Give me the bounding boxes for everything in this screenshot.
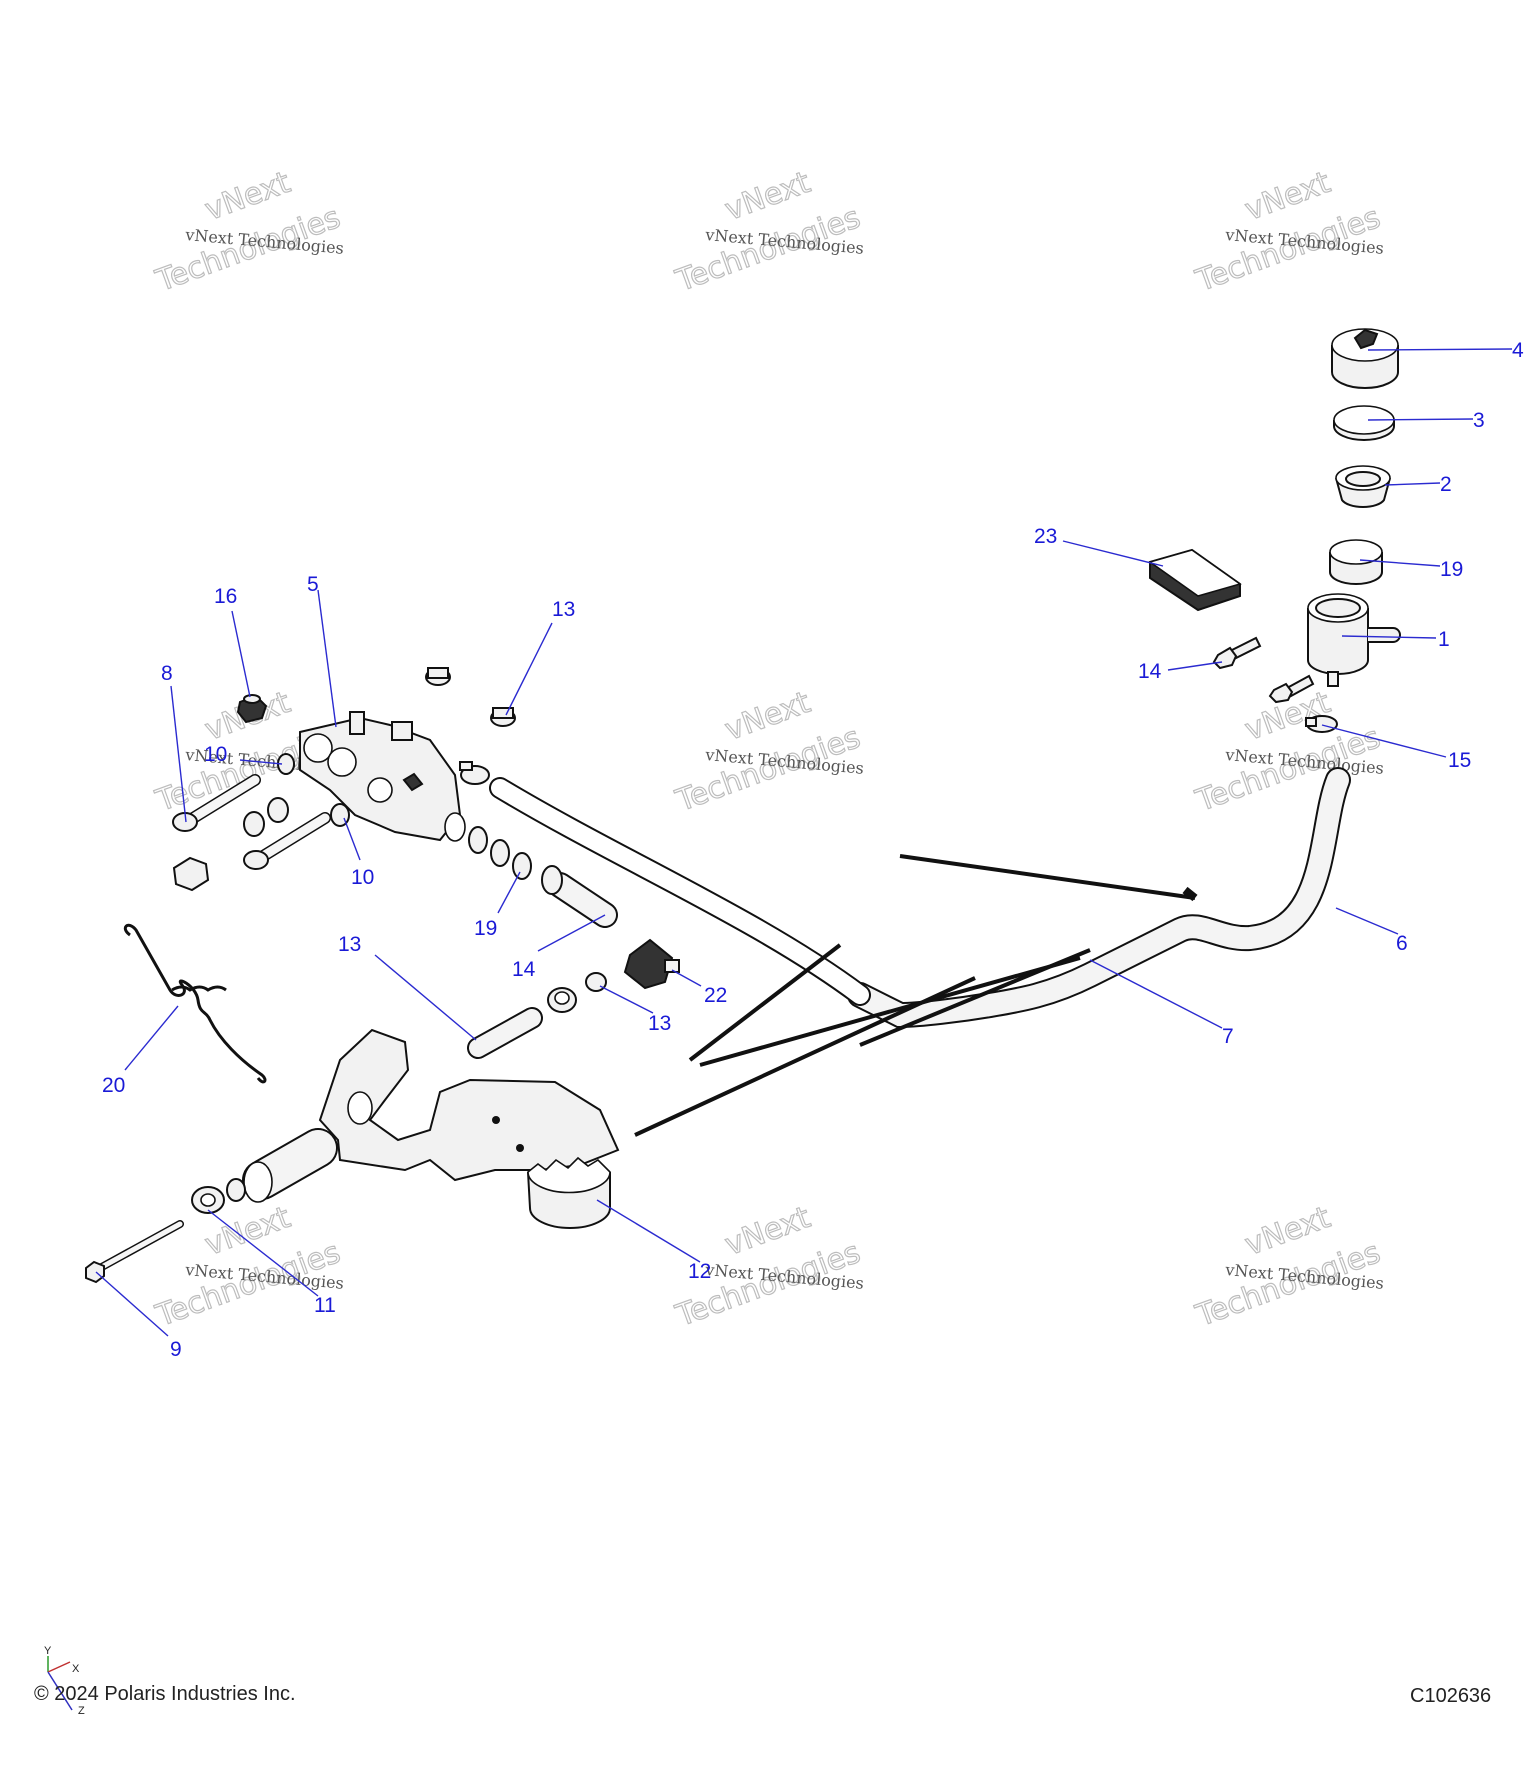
callout-label: 6	[1396, 932, 1408, 955]
hose-clamp	[1305, 715, 1338, 733]
callout-label: 14	[512, 958, 536, 981]
brake-pedal	[318, 1028, 620, 1182]
callout-label: 16	[214, 585, 237, 608]
cable-tie	[899, 854, 1198, 902]
svg-text:X: X	[72, 1663, 80, 1675]
svg-text:Z: Z	[78, 1705, 85, 1717]
callout-label: 22	[704, 984, 727, 1007]
callout-label: 15	[1448, 749, 1471, 772]
diaphragm-boot	[1335, 465, 1391, 508]
watermark: vNext Technologies vNext Technologies	[670, 684, 865, 819]
o-ring	[468, 826, 532, 880]
grommet	[425, 667, 451, 686]
callout-label: 20	[102, 1074, 125, 1097]
pivot-bolt	[85, 1220, 184, 1284]
callout-label: 13	[648, 1012, 671, 1035]
callout-label: 11	[314, 1294, 336, 1317]
grommet	[547, 972, 607, 1013]
callout-label: 10	[204, 743, 227, 766]
callout-label: 3	[1473, 409, 1485, 432]
hex-bolt	[172, 856, 210, 892]
callout-label: 13	[552, 598, 575, 621]
callout-label: 13	[338, 933, 361, 956]
grommet	[490, 707, 516, 727]
callout-label: 5	[307, 573, 319, 596]
fluid-tube	[489, 777, 871, 1006]
callout-label: 19	[474, 917, 497, 940]
callout-labels: 4 3 2 19 1 23 14 15 6 7 16 5 13 8 10 10 …	[102, 339, 1524, 1361]
callout-label: 12	[688, 1260, 711, 1283]
return-spring	[123, 923, 267, 1084]
callout-label: 23	[1034, 525, 1057, 548]
fluid-reservoir	[1307, 593, 1401, 687]
banjo-bolt	[243, 812, 331, 870]
reservoir-cap	[1331, 328, 1399, 389]
pivot-pin	[467, 1007, 543, 1059]
callout-label: 7	[1222, 1025, 1234, 1048]
callout-label: 4	[1512, 339, 1524, 362]
thrust-washer	[191, 1178, 246, 1214]
watermark: vNext Technologies vNext Technologies	[670, 164, 865, 299]
watermark: vNext Technologies vNext Technologies	[1190, 1199, 1385, 1334]
crush-washer	[243, 797, 289, 837]
callout-label: 1	[1438, 628, 1450, 651]
pushrod	[541, 865, 618, 928]
cable-tie	[634, 943, 976, 1137]
mounting-bolt	[1212, 636, 1262, 670]
callout-label: 10	[351, 866, 374, 889]
hose-clamp	[459, 761, 490, 785]
watermark: vNext Technologies vNext Technologies	[1190, 684, 1385, 819]
brake-hose	[847, 767, 1351, 1029]
cable-tie	[699, 948, 1091, 1067]
figure-id: C102636	[1410, 1685, 1491, 1707]
leader-lines	[95, 348, 1513, 1337]
master-cylinder	[299, 711, 466, 842]
callout-label: 2	[1440, 473, 1452, 496]
watermark: vNext Technologies vNext Technologies	[1190, 164, 1385, 299]
callout-label: 19	[1440, 558, 1463, 581]
bleeder-screw	[236, 694, 268, 724]
pivot-bushing	[242, 1128, 338, 1203]
copyright-notice: © 2024 Polaris Industries Inc.	[34, 1683, 296, 1705]
callout-label: 8	[161, 662, 173, 685]
callout-label: 14	[1138, 660, 1162, 683]
banjo-bolt	[172, 774, 261, 832]
pedal-pad	[527, 1156, 611, 1229]
watermark: vNext Technologies vNext Technologies	[150, 164, 345, 299]
clevis-nut	[623, 938, 680, 990]
callout-label: 9	[170, 1338, 182, 1361]
svg-text:Y: Y	[44, 1645, 52, 1657]
sensor-block	[1148, 548, 1242, 612]
axis-indicator: Y X Z	[44, 1645, 85, 1717]
reservoir-float	[1329, 539, 1383, 585]
mounting-bolt	[1268, 674, 1315, 704]
diaphragm-plate	[1333, 405, 1395, 441]
